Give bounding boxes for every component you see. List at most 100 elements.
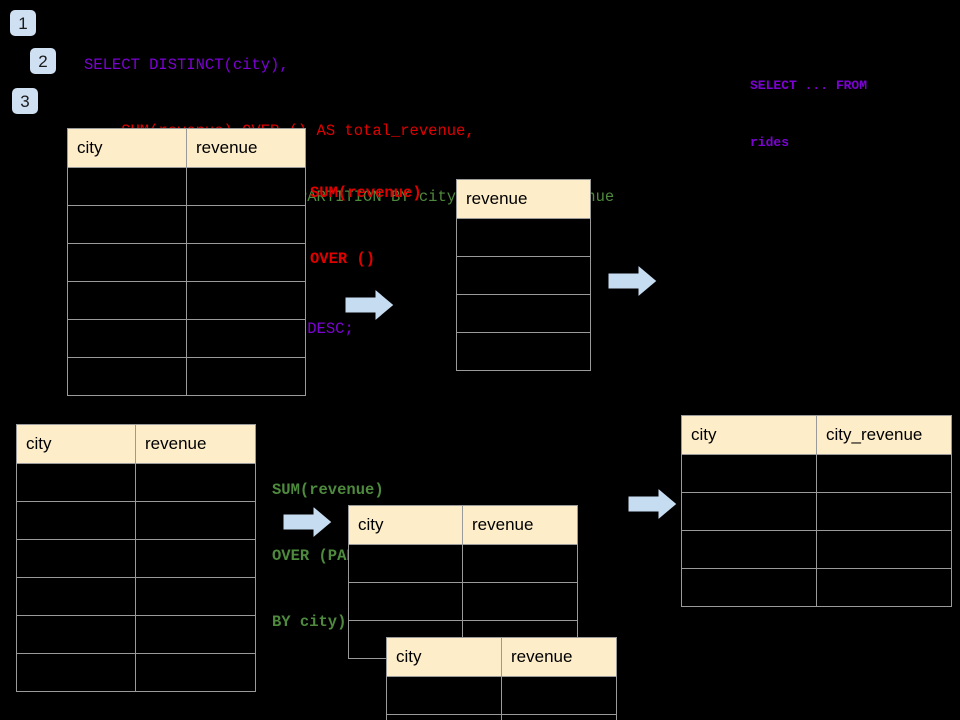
arrow-source-to-total [344,287,395,323]
cell-revenue [462,544,578,583]
cell-city-revenue [816,530,952,569]
annotation-select-from-rides-line1: SELECT ... FROM [750,78,868,93]
table-row [67,281,306,320]
table-body [386,676,617,720]
cell-revenue [135,501,256,540]
cell-city-revenue [816,454,952,493]
table-row [681,454,952,493]
table-row [456,332,591,371]
table-row [456,218,591,257]
cell-revenue [501,676,617,715]
table-body [67,167,306,396]
table-row [681,568,952,607]
cell-revenue [135,577,256,616]
annotation-select-from-rides: SELECT ... FROM rides [750,38,867,190]
cell-revenue [462,582,578,621]
column-header-city: city [681,415,817,455]
annotation-sum-over-partition: SUM(revenue) OVER (PARTITION BY city) [272,435,412,677]
cell-revenue [456,218,591,257]
table-body [16,463,256,692]
table-row [67,357,306,396]
cell-revenue [456,256,591,295]
step-badge-2-label: 2 [38,51,48,71]
cell-revenue [186,319,306,358]
cell-city [16,501,136,540]
annotation-sum-over-partition-line3: BY city) [272,613,347,631]
column-header-revenue: revenue [186,128,306,168]
table-body [456,218,591,371]
cell-city [16,615,136,654]
cell-city [67,319,187,358]
cell-city [386,676,502,715]
table-row [16,653,256,692]
column-header-city: city [348,505,463,545]
cell-city [681,454,817,493]
cell-city-revenue [816,492,952,531]
cell-city-revenue [816,568,952,607]
annotation-select-from-rides-line2: rides [750,135,790,150]
table-header-row: city revenue [16,424,256,464]
cell-revenue [135,653,256,692]
column-header-revenue: revenue [462,505,578,545]
step-badge-3-label: 3 [20,91,30,111]
table-row [681,530,952,569]
cell-revenue [186,357,306,396]
cell-revenue [186,167,306,206]
table-total-revenue: revenue [456,179,591,371]
cell-revenue [456,332,591,371]
column-header-city: city [16,424,136,464]
cell-city [16,463,136,502]
table-row [681,492,952,531]
sql-line-select: SELECT DISTINCT(city), [84,56,289,74]
cell-city [681,530,817,569]
step-badge-1-label: 1 [18,13,28,33]
cell-revenue [186,205,306,244]
cell-revenue [186,281,306,320]
table-partition-lower: city revenue [386,637,617,720]
cell-revenue [135,539,256,578]
cell-city [681,568,817,607]
arrow-source-to-partition [282,504,333,540]
table-row [67,205,306,244]
table-header-row: city city_revenue [681,415,952,455]
table-header-row: city revenue [348,505,578,545]
column-header-city-revenue: city_revenue [816,415,952,455]
column-header-revenue: revenue [501,637,617,677]
cell-revenue [501,714,617,720]
table-header-row: revenue [456,179,591,219]
cell-city [386,714,502,720]
cell-city [67,167,187,206]
table-row [16,501,256,540]
table-row [348,544,578,583]
cell-revenue [135,463,256,502]
table-row [16,615,256,654]
cell-city [67,281,187,320]
table-partition-upper: city revenue [348,505,578,659]
table-result: city city_revenue [681,415,952,607]
table-row [67,243,306,282]
cell-city [348,582,463,621]
cell-city [67,243,187,282]
table-row [67,167,306,206]
table-header-row: city revenue [67,128,306,168]
annotation-sum-over-empty: SUM(revenue) OVER () [310,138,422,314]
cell-revenue [135,615,256,654]
table-row [456,294,591,333]
table-row [16,463,256,502]
cell-city [16,653,136,692]
table-row [16,539,256,578]
column-header-city: city [386,637,502,677]
table-row [456,256,591,295]
table-row [386,676,617,715]
annotation-sum-over-empty-line1: SUM(revenue) [310,184,422,202]
cell-city [16,577,136,616]
column-header-city: city [67,128,187,168]
annotation-sum-over-empty-line2: OVER () [310,250,376,268]
step-badge-3: 3 [12,88,38,114]
cell-revenue [456,294,591,333]
table-row [67,319,306,358]
table-row [16,577,256,616]
arrow-partition-to-result [627,486,678,522]
column-header-revenue: revenue [456,179,591,219]
